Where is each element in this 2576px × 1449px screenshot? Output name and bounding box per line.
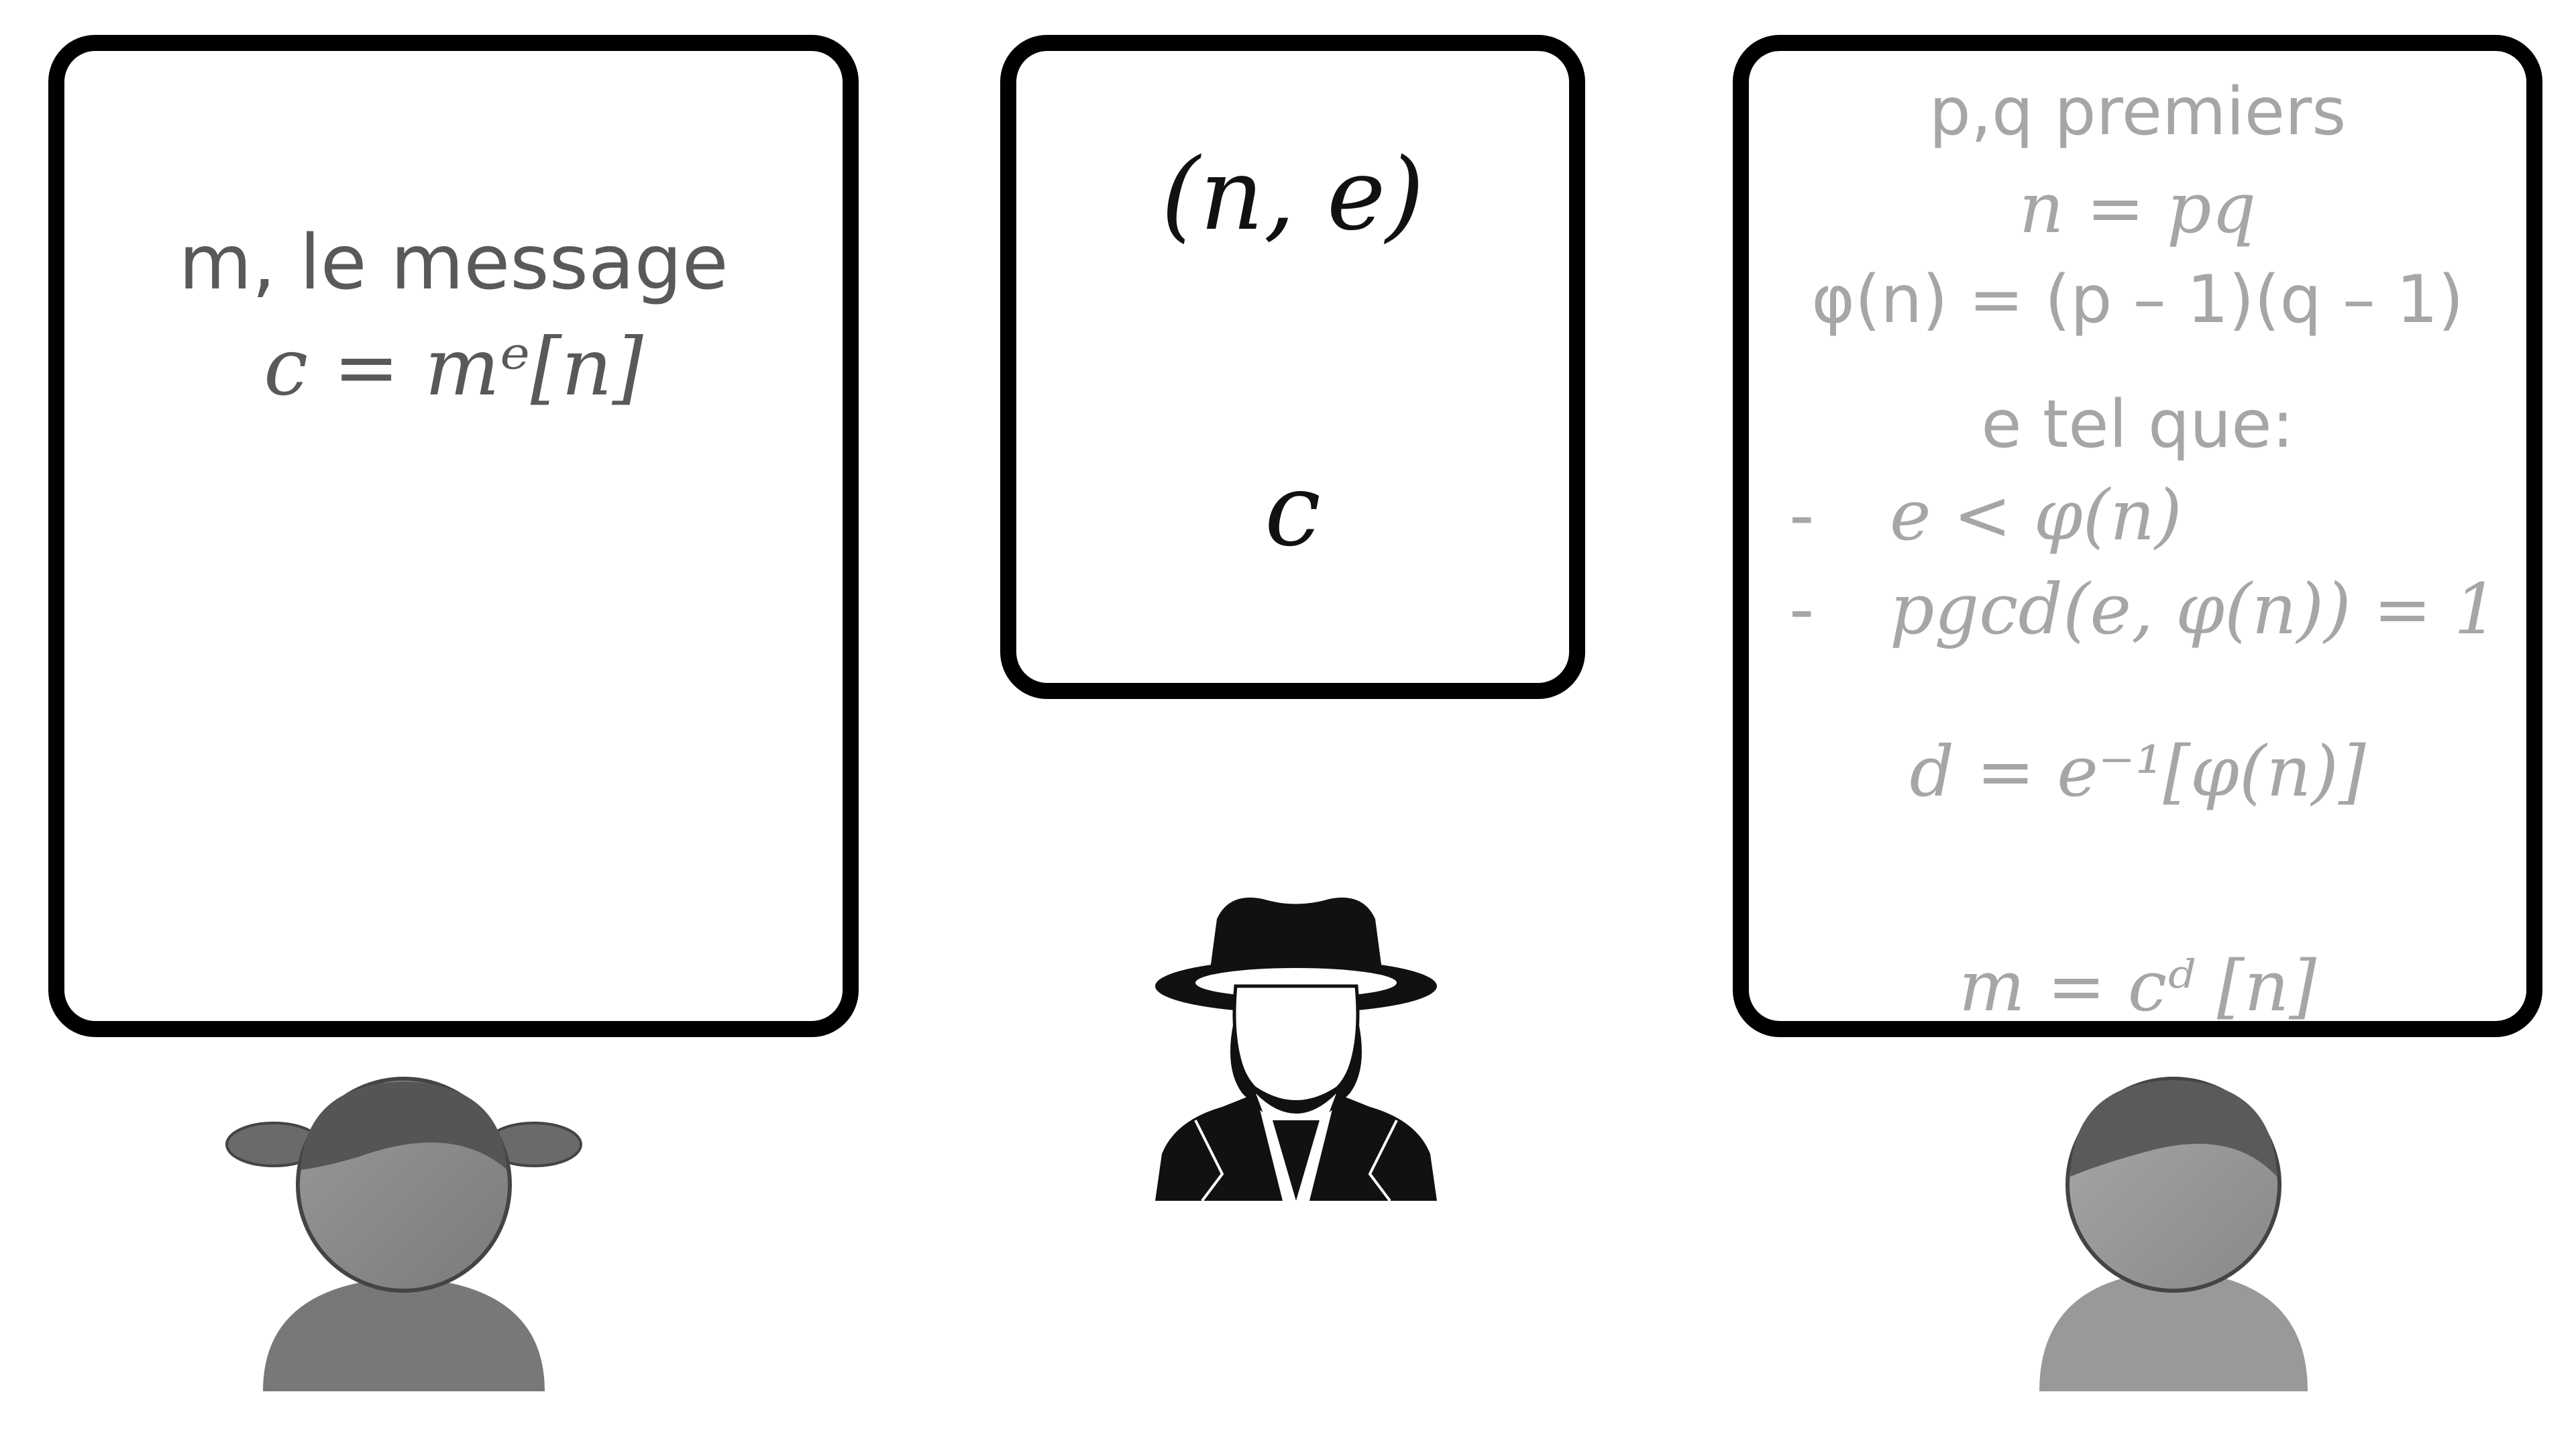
girl-avatar-icon [225,1077,582,1391]
sender-encrypt-formula: c = mᵉ[n] [264,321,643,413]
condition-text: e < φ(n) [1890,474,2182,556]
bullet-dash: - [1789,474,1815,556]
ciphertext: c [1264,452,1321,569]
totient-formula: φ(n) = (p – 1)(q – 1) [1811,262,2464,338]
primes-line: p,q premiers [1929,74,2347,150]
modulus-formula: n = pq [2019,167,2257,249]
channel-panel: (n, e) c [1000,35,1585,699]
boy-avatar-icon [2039,1077,2308,1391]
condition-bullet: -pgcd(e, φ(n)) = 1 [1749,574,2526,644]
decrypt-formula: m = cᵈ [n] [1959,945,2316,1027]
private-exponent-formula: d = e⁻¹[φ(n)] [1909,731,2366,812]
receiver-panel: p,q premiers n = pq φ(n) = (p – 1)(q – 1… [1733,35,2542,1037]
sender-message-line: m, le message [64,225,843,301]
public-key: (n, e) [1161,137,1425,252]
sender-panel: m, le message c = mᵉ[n] [48,35,859,1037]
bullet-dash: - [1789,568,1815,650]
condition-text: pgcd(e, φ(n)) = 1 [1890,568,2499,650]
spy-icon [1155,898,1437,1201]
sender-message-text: m, le message [178,219,729,307]
condition-bullet: -e < φ(n) [1749,480,2526,550]
exponent-condition-heading: e tel que: [1981,386,2294,463]
